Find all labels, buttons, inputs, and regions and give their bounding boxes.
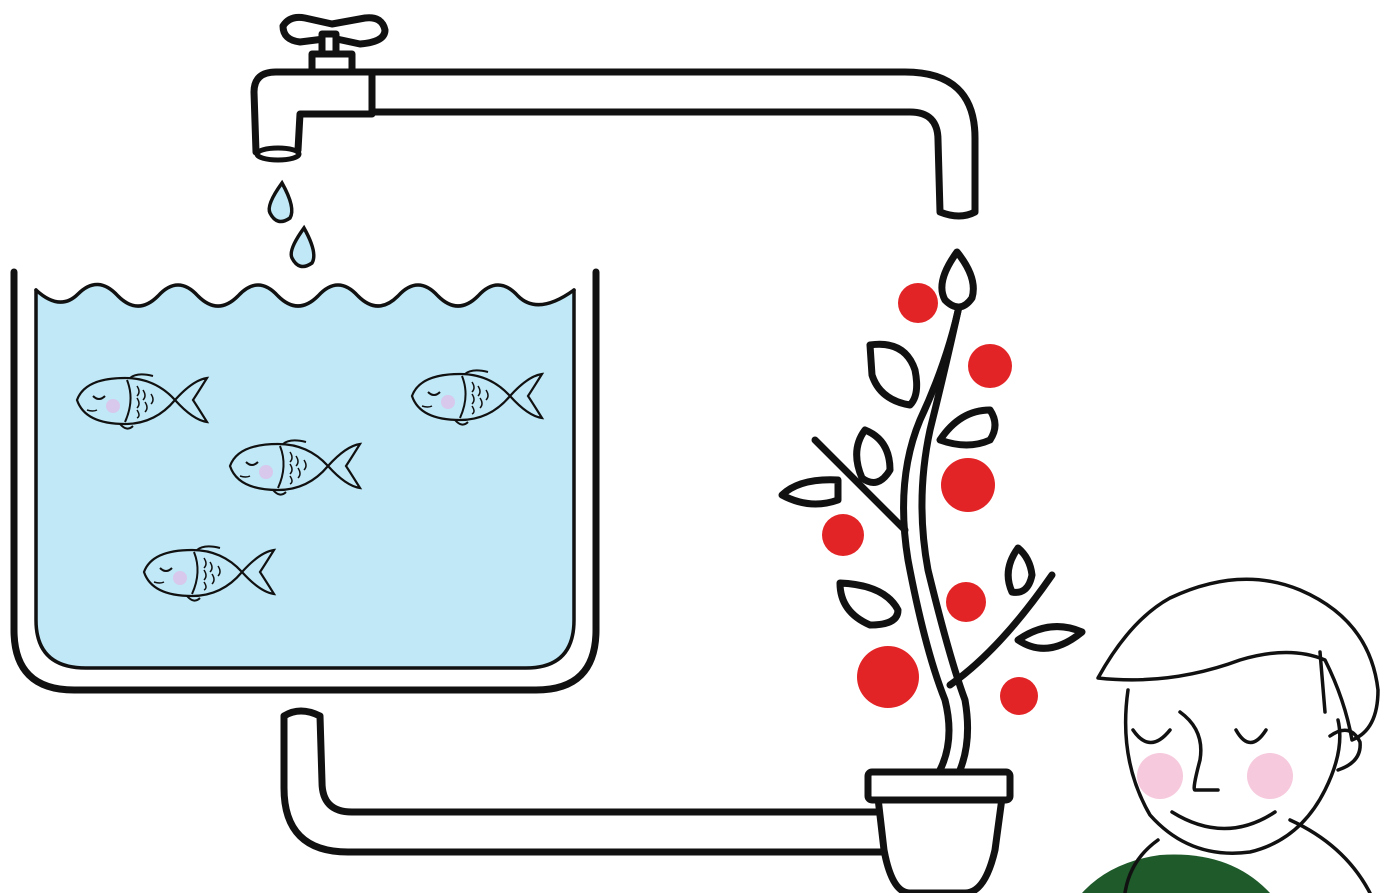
upper-pipe: [366, 68, 979, 220]
fish-icon: [75, 373, 210, 430]
fruit: [822, 514, 864, 556]
fruit: [968, 344, 1012, 388]
cheek: [1137, 753, 1183, 799]
fruit: [857, 646, 919, 708]
water-drops: [267, 179, 316, 269]
faucet-icon: [250, 13, 389, 163]
fish-group: [75, 369, 545, 602]
plant-icon: [778, 248, 1086, 774]
fruit: [946, 582, 986, 622]
person-icon: [1082, 577, 1380, 893]
fruits: [822, 283, 1038, 715]
fish-icon: [228, 439, 363, 496]
water-drop-icon: [267, 179, 294, 224]
cheek: [1247, 753, 1293, 799]
fish-icon: [410, 369, 545, 426]
lower-pipe: [280, 707, 894, 856]
fruit: [1000, 677, 1038, 715]
fruit: [898, 283, 938, 323]
shirt: [1082, 854, 1270, 893]
fish-icon: [142, 545, 277, 602]
water-drop-icon: [289, 224, 316, 269]
fruit: [941, 458, 995, 512]
flower-pot-icon: [864, 768, 1014, 893]
